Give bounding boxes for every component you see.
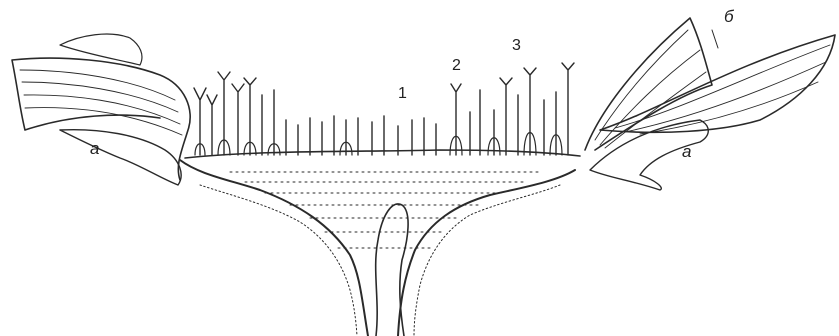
left-hairy-tuft — [60, 34, 142, 65]
label-2: 2 — [452, 58, 461, 74]
label-a-right: а — [682, 143, 691, 160]
label-3: 3 — [512, 38, 521, 54]
outer-hatch-right — [414, 185, 560, 336]
left-bract-veins — [20, 70, 182, 135]
outer-hatch-left — [200, 185, 357, 336]
label-b: б — [724, 8, 734, 25]
interior-stipple — [230, 172, 540, 248]
b-leader — [712, 30, 718, 48]
florets — [194, 63, 574, 155]
label-1: 1 — [398, 86, 407, 102]
central-column — [376, 204, 408, 336]
left-bract — [12, 58, 190, 180]
label-a-left: а — [90, 140, 99, 157]
left-lower-bract — [60, 130, 181, 185]
